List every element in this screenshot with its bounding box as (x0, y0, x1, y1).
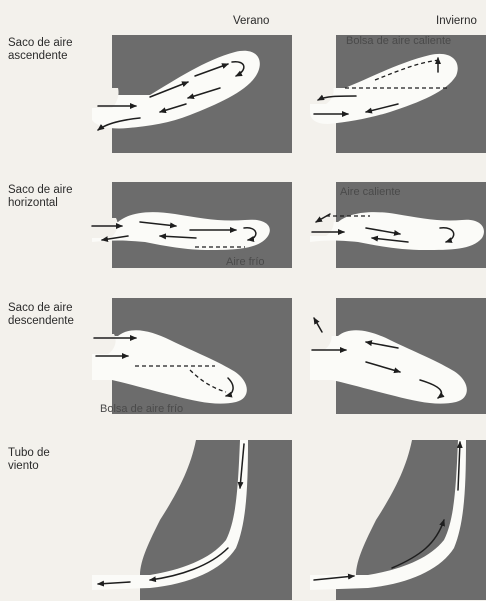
svg-text:viento: viento (8, 460, 39, 472)
svg-text:Tubo de: Tubo de (8, 447, 50, 459)
svg-text:horizontal: horizontal (8, 197, 58, 209)
panel-wind-tube-winter (310, 440, 486, 600)
svg-text:Saco de aire: Saco de aire (8, 302, 73, 314)
svg-text:Saco de aire: Saco de aire (8, 37, 73, 49)
panel-ascending-summer (92, 35, 292, 153)
column-header-winter: Invierno (436, 15, 477, 27)
panel-descending-winter (310, 298, 486, 414)
annotation-cold-air: Aire frío (226, 256, 265, 268)
row-label-horizontal: Saco de aire horizontal (8, 184, 73, 209)
row-label-wind-tube: Tubo de viento (8, 447, 50, 472)
svg-text:Saco de aire: Saco de aire (8, 184, 73, 196)
annotation-warm-air: Aire caliente (340, 186, 401, 198)
svg-text:descendente: descendente (8, 315, 74, 327)
row-label-ascending: Saco de aire ascendente (8, 37, 73, 62)
svg-text:ascendente: ascendente (8, 50, 67, 62)
panel-ascending-winter: Bolsa de aire caliente (310, 35, 486, 153)
panel-wind-tube-summer (92, 440, 292, 600)
annotation-cold-pocket: Bolsa de aire frío (100, 403, 183, 415)
panel-horizontal-winter: Aire caliente (310, 182, 486, 268)
panel-horizontal-summer: Aire frío (92, 182, 292, 268)
annotation-warm-pocket: Bolsa de aire caliente (346, 35, 451, 47)
column-header-summer: Verano (233, 15, 269, 27)
panel-descending-summer: Bolsa de aire frío (92, 298, 292, 415)
row-label-descending: Saco de aire descendente (8, 302, 74, 327)
